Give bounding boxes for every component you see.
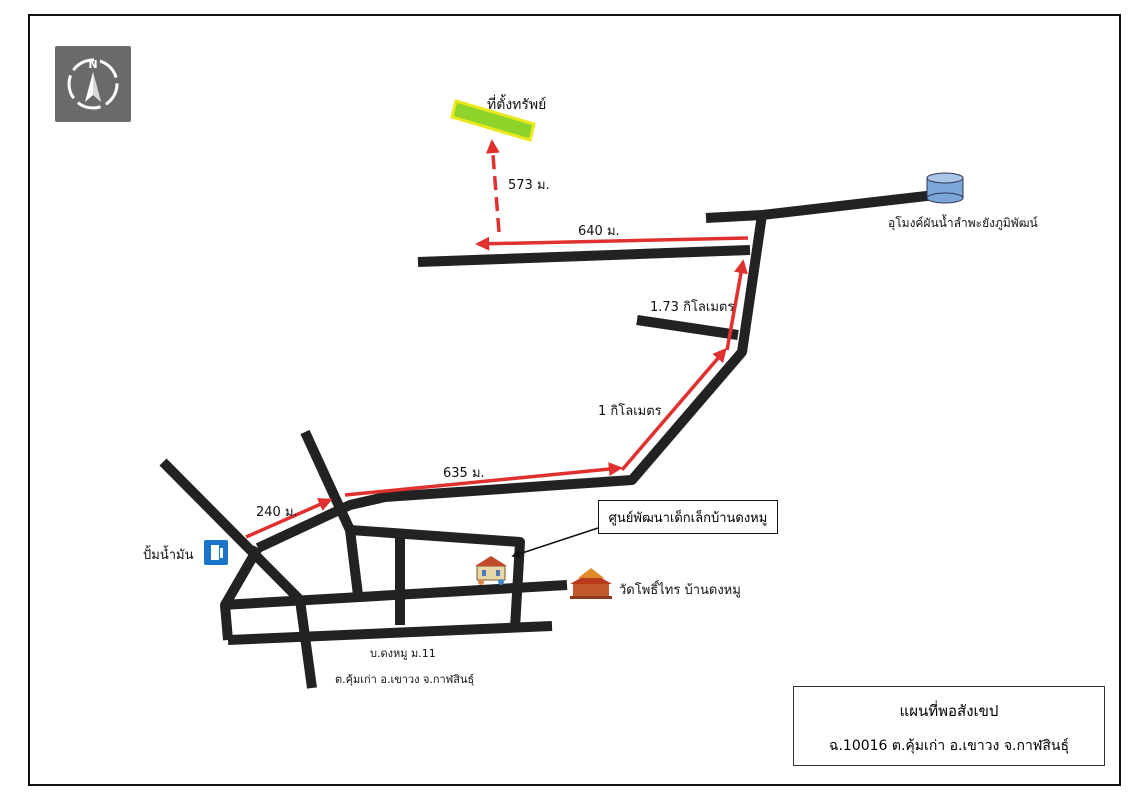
- village-label: บ.ดงหมู ม.11: [370, 647, 436, 660]
- temple-icon: [570, 568, 612, 599]
- property-marker: [450, 99, 536, 142]
- gas-station-label: ปั้มน้ำมัน: [143, 548, 194, 563]
- village-road-middle: [221, 580, 568, 610]
- map-title-box: แผนที่พอสังเขป ฉ.10016 ต.คุ้มเก่า อ.เขาว…: [793, 686, 1105, 766]
- childcare-center-callout: ศูนย์พัฒนาเด็กเล็กบ้านดงหมู: [598, 500, 778, 534]
- village-loop-left: [220, 545, 263, 641]
- main-road: [255, 214, 767, 553]
- gas-pump-icon: [204, 540, 228, 565]
- distance-573-label: 573 ม.: [508, 178, 550, 193]
- route-173km: [725, 259, 748, 351]
- property-label: ที่ตั้งทรัพย์: [487, 97, 547, 113]
- village-road-bottom: [227, 621, 553, 645]
- callout-pointer: [511, 527, 599, 559]
- upper-crossroad: [417, 245, 751, 267]
- north-road-top: [705, 190, 936, 223]
- roads: [159, 190, 936, 689]
- monument-label: อุโมงค์ผันน้ำลำพะยังภูมิพัฒน์: [888, 216, 1038, 230]
- school-icon: [475, 556, 507, 585]
- map-title: แผนที่พอสังเขป: [899, 702, 999, 720]
- distance-640-label: 640 ม.: [578, 224, 620, 239]
- route-1km: [620, 347, 727, 472]
- diagonal-road-mid: [300, 429, 355, 533]
- route-573: [485, 139, 501, 233]
- map-frame: [28, 14, 1121, 786]
- distance-635-label: 635 ม.: [443, 466, 485, 481]
- route-640: [475, 236, 749, 251]
- map-subtitle: ฉ.10016 ต.คุ้มเก่า อ.เขาวง จ.กาฬสินธุ์: [828, 738, 1070, 754]
- village-road-b: [345, 529, 363, 596]
- distance-240-label: 240 ม.: [256, 505, 298, 520]
- route: [245, 139, 749, 539]
- temple-label: วัดโพธิ์ไทร บ้านดงหมู: [619, 583, 741, 598]
- distance-173km-label: 1.73 กิโลเมตร: [650, 300, 735, 315]
- route-240: [245, 498, 333, 539]
- childcare-center-label: ศูนย์พัฒนาเด็กเล็กบ้านดงหมู: [608, 510, 768, 526]
- compass-icon: N: [55, 46, 131, 122]
- route-635: [344, 462, 623, 497]
- village-road-a: [349, 525, 525, 629]
- north-label: N: [88, 58, 97, 71]
- short-branch-road: [636, 315, 739, 340]
- distance-1km-label: 1 กิโลเมตร: [598, 404, 662, 419]
- water-tank-icon: [926, 172, 964, 204]
- subdistrict-label: ต.คุ้มเก่า อ.เขาวง จ.กาฬสินธุ์: [335, 673, 475, 686]
